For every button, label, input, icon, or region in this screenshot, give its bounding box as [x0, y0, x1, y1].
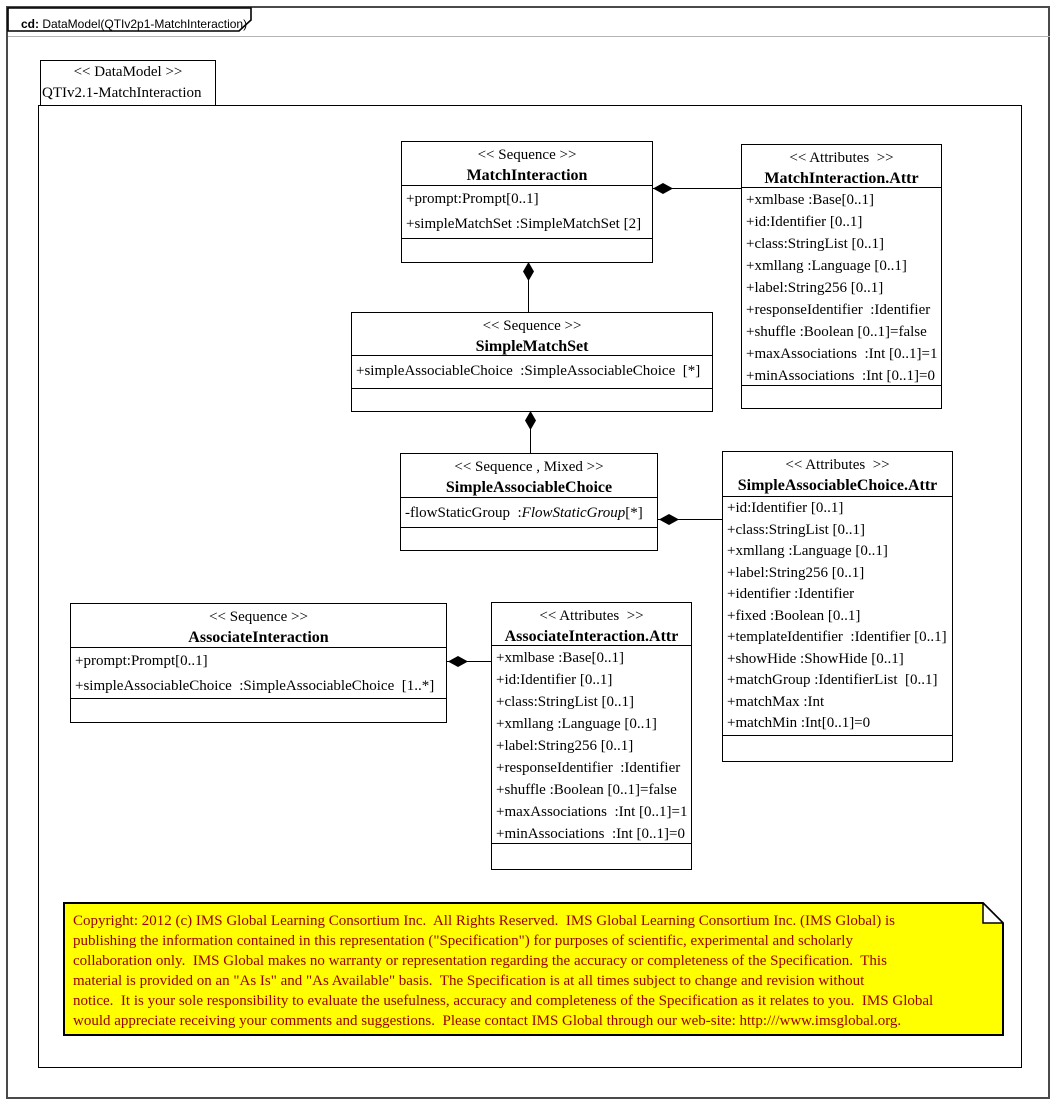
class-attribute: +identifier :Identifier — [727, 586, 855, 602]
class-name: SimpleAssociableChoice.Attr — [737, 477, 938, 494]
class-attribute: +id:Identifier [0..1] — [746, 214, 863, 230]
class-stereotype: << Sequence >> — [477, 147, 577, 163]
class-box-simpleassociablechoice: << Sequence , Mixed >> SimpleAssociableC… — [400, 453, 658, 551]
note-line: collaboration only. IMS Global makes no … — [73, 953, 887, 969]
connector-line — [653, 188, 741, 189]
empty-compartment — [352, 389, 712, 411]
class-stereotype: << Sequence , Mixed >> — [454, 459, 604, 475]
class-attribute: +matchMax :Int — [727, 693, 825, 710]
attribute-suffix: [*] — [625, 505, 643, 521]
class-name: SimpleMatchSet — [475, 338, 589, 355]
class-attribute: -flowStaticGroup :FlowStaticGroup[*] — [405, 499, 657, 527]
class-stereotype: << Attributes >> — [785, 457, 890, 473]
composition-diamond-icon — [448, 656, 468, 667]
class-attribute: +label:String256 [0..1] — [727, 564, 865, 581]
class-attribute: +xmlbase :Base[0..1] — [746, 192, 875, 208]
page-border — [6, 6, 1050, 1099]
tab-shape-icon — [7, 7, 252, 32]
composition-diamond-icon — [525, 411, 536, 430]
class-attribute: +shuffle :Boolean [0..1]=false — [746, 324, 927, 340]
class-attribute: +simpleAssociableChoice :SimpleAssociabl… — [356, 363, 701, 379]
class-attribute: +maxAssociations :Int [0..1]=1 — [746, 346, 938, 362]
class-box-simpleassociablechoice-attr: << Attributes >> SimpleAssociableChoice.… — [722, 451, 953, 762]
attribute-prefix: -flowStaticGroup : — [405, 505, 522, 521]
class-name: AssociateInteraction.Attr — [504, 628, 679, 645]
class-attribute: +class:StringList [0..1] — [746, 236, 885, 252]
note-fold-icon — [982, 901, 1005, 924]
class-attribute: +templateIdentifier :Identifier [0..1] — [727, 629, 947, 645]
class-attribute: +simpleMatchSet :SimpleMatchSet [2] — [406, 216, 642, 232]
class-name: MatchInteraction — [466, 167, 588, 184]
class-attribute: +matchMin :Int[0..1]=0 — [727, 715, 871, 731]
divider-line — [8, 36, 1050, 37]
class-attribute: +xmllang :Language [0..1] — [496, 716, 657, 732]
class-attribute: +xmllang :Language [0..1] — [746, 258, 907, 274]
class-attribute: +minAssociations :Int [0..1]=0 — [746, 368, 935, 384]
class-name: AssociateInteraction — [188, 629, 329, 646]
class-name: MatchInteraction.Attr — [764, 170, 919, 187]
composition-diamond-icon — [523, 262, 534, 281]
class-stereotype: << Attributes >> — [789, 150, 894, 166]
class-box-matchinteraction: << Sequence >> MatchInteraction +prompt:… — [401, 141, 653, 263]
class-box-simplematchset: << Sequence >> SimpleMatchSet +simpleAss… — [351, 312, 713, 412]
tab-label: cd: DataModel(QTIv2p1-MatchInteraction) — [21, 17, 247, 31]
class-stereotype: << Attributes >> — [539, 608, 644, 624]
class-attribute: +id:Identifier [0..1] — [727, 500, 844, 516]
class-name: SimpleAssociableChoice — [445, 479, 613, 496]
class-stereotype: << Sequence >> — [209, 609, 308, 625]
datamodel-name: QTIv2.1-MatchInteraction — [42, 85, 202, 101]
empty-compartment — [492, 844, 691, 869]
empty-compartment — [723, 736, 952, 761]
class-attribute: +minAssociations :Int [0..1]=0 — [496, 826, 685, 842]
connector-line — [530, 428, 531, 453]
class-attribute: +xmllang :Language [0..1] — [727, 543, 888, 559]
empty-compartment — [71, 699, 446, 722]
empty-compartment — [401, 528, 657, 550]
composition-diamond-icon — [659, 514, 679, 525]
composition-diamond-icon — [653, 183, 673, 194]
diagram-frame — [38, 105, 1022, 1068]
class-attribute: +responseIdentifier :Identifier — [496, 760, 681, 776]
class-attribute: +prompt:Prompt[0..1] — [75, 653, 208, 669]
datamodel-box: << DataModel >> QTIv2.1-MatchInteraction — [40, 60, 216, 106]
copyright-note: Copyright: 2012 (c) IMS Global Learning … — [63, 901, 1005, 1036]
class-attribute: +showHide :ShowHide [0..1] — [727, 650, 904, 667]
class-attribute: +label:String256 [0..1] — [746, 280, 884, 296]
class-box-matchinteraction-attr: << Attributes >> MatchInteraction.Attr +… — [741, 144, 942, 409]
class-attribute: +id:Identifier [0..1] — [496, 672, 613, 688]
note-line: would appreciate receiving your comments… — [73, 1013, 902, 1029]
note-line: publishing the information contained in … — [73, 933, 853, 949]
class-attribute: +class:StringList [0..1] — [727, 521, 866, 538]
datamodel-stereotype: << DataModel >> — [73, 64, 183, 80]
note-line: material is provided on an "As Is" and "… — [73, 973, 865, 989]
class-attribute: +responseIdentifier :Identifier — [746, 302, 931, 318]
empty-compartment — [402, 239, 652, 262]
class-stereotype: << Sequence >> — [482, 318, 582, 334]
connector-line — [658, 519, 722, 520]
attribute-type-italic: FlowStaticGroup — [521, 505, 626, 521]
class-attribute: +prompt:Prompt[0..1] — [406, 191, 539, 207]
tab-label-prefix: cd: — [21, 17, 39, 31]
class-attribute: +class:StringList [0..1] — [496, 694, 635, 710]
class-attribute: +label:String256 [0..1] — [496, 738, 634, 754]
class-attribute: +simpleAssociableChoice :SimpleAssociabl… — [75, 678, 435, 694]
class-attribute: +xmlbase :Base[0..1] — [496, 650, 625, 666]
class-box-associateinteraction-attr: << Attributes >> AssociateInteraction.At… — [491, 602, 692, 870]
class-attribute: +maxAssociations :Int [0..1]=1 — [496, 804, 688, 820]
class-attribute: +matchGroup :IdentifierList [0..1] — [727, 672, 938, 688]
class-attribute: +shuffle :Boolean [0..1]=false — [496, 782, 677, 798]
class-box-associateinteraction: << Sequence >> AssociateInteraction +pro… — [70, 603, 447, 723]
connector-line — [447, 661, 491, 662]
note-line: notice. It is your sole responsibility t… — [73, 993, 934, 1009]
tab-label-text: DataModel(QTIv2p1-MatchInteraction) — [39, 17, 248, 31]
diagram-tab: cd: DataModel(QTIv2p1-MatchInteraction) — [7, 7, 253, 33]
note-line: Copyright: 2012 (c) IMS Global Learning … — [73, 913, 895, 929]
class-attribute: +fixed :Boolean [0..1] — [727, 607, 861, 624]
note-shape-icon — [63, 901, 1005, 1036]
connector-line — [528, 279, 529, 313]
empty-compartment — [742, 386, 941, 408]
